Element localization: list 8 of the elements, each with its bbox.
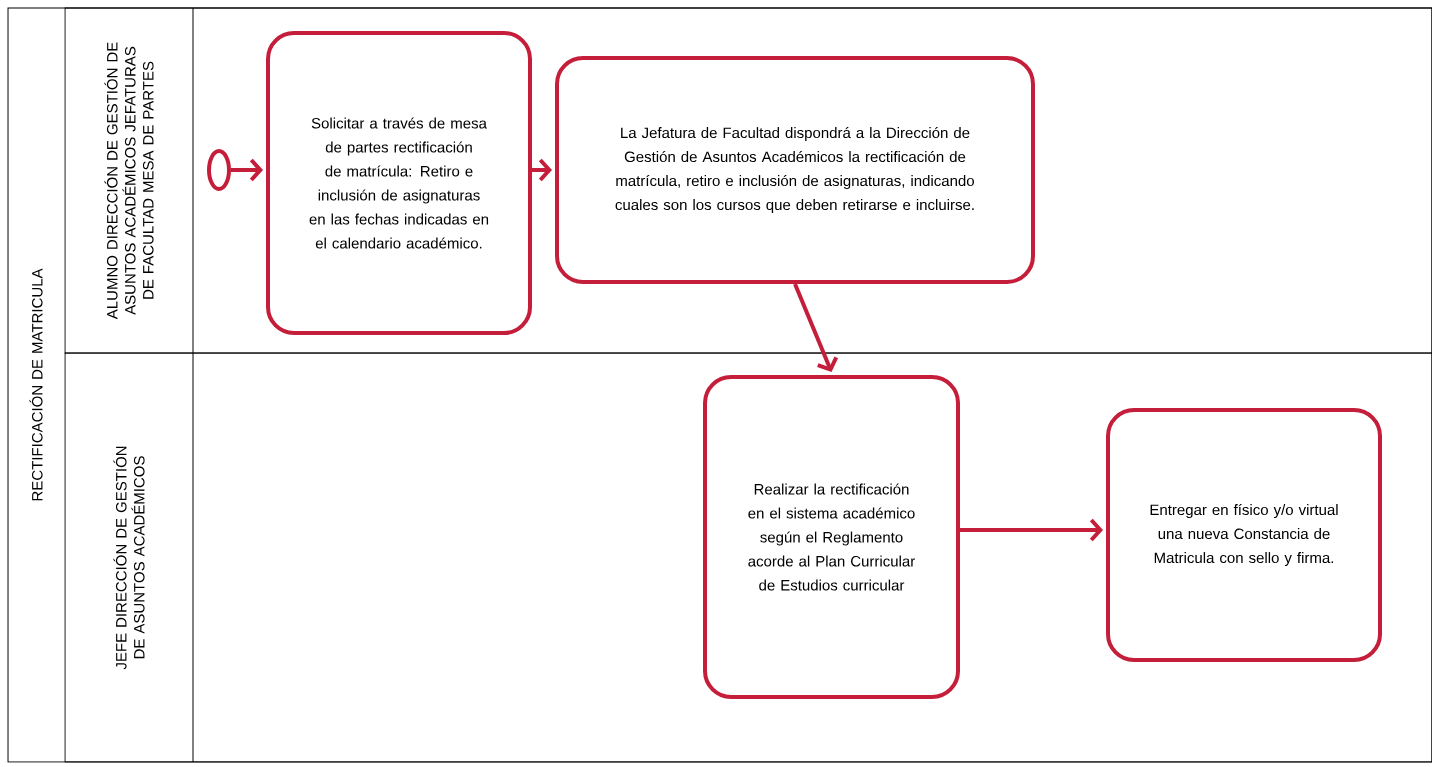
process-box: Solicitar a través de mesa de partes rectificación de matrícula: Retiro e inclusión de asignaturas en las fechas indicadas en el calendario académico. <box>266 31 532 335</box>
process-box: La Jefatura de Facultad dispondrá a la Dirección de Gestión de Asuntos Académicos la rectificación de matrícula, retiro e inclusión de asignaturas, indicando cuales son los cursos que deben retirarse e incluirse. <box>555 56 1035 284</box>
arrow <box>793 283 839 372</box>
process-box: Realizar la rectificación en el sistema académico según el Reglamento acorde al Plan Curricular de Estudios curricular <box>703 375 960 699</box>
arrow <box>231 158 263 182</box>
arrow <box>960 518 1103 542</box>
start-event <box>207 149 231 191</box>
process-box: Entregar en físico y/o virtual una nueva Constancia de Matricula con sello y firma. <box>1106 408 1382 662</box>
